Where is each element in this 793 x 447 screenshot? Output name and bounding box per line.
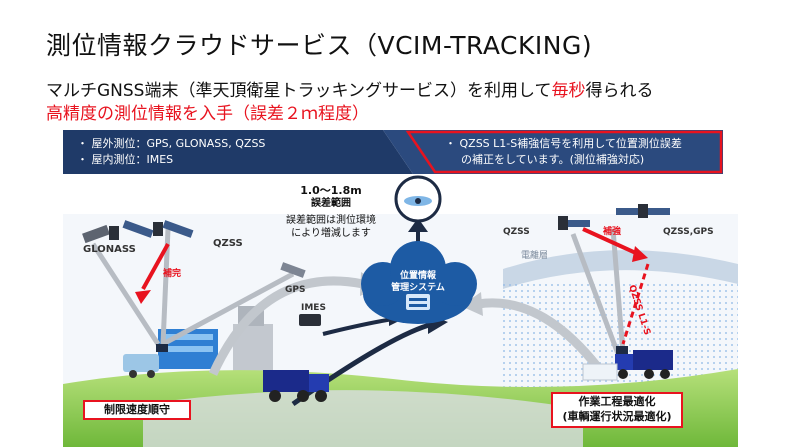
blue-building-window-row [163,334,213,340]
work-optimization-box: 作業工程最適化 (車輌運行状況最適化) [551,392,683,428]
accuracy-note-line-1: 誤差範囲は測位環境 [286,215,376,226]
work-optimization-line-1: 作業工程最適化 [578,395,656,408]
work-optimization-line-2: (車輌運行状況最適化) [562,410,672,423]
gps-satellite-icon [280,262,306,278]
subtitle-line-1: マルチGNSS端末（準天頂衛星トラッキングサービス）を利用して毎秒得られる [46,76,653,101]
accuracy-note: 誤差範囲は測位環境 により増減します [281,214,381,240]
banner-indoor-positioning: ・ 屋内測位：IMES [77,153,174,166]
tracking-diagram: GLONASS QZSS 補完 GPS IMES 位置情報 管理システム QZS… [63,174,738,447]
cloud-system [361,241,477,324]
glonass-satellite-icon [82,224,119,244]
complement-label: 補完 [162,267,181,279]
diagram-canvas: GLONASS QZSS 補完 GPS IMES 位置情報 管理システム QZS… [63,175,738,447]
qzss-right-signal [570,233,621,355]
complement-arrow [141,243,170,290]
qzss-satellite-right-icon [558,216,590,230]
upload-arrow-right-head [461,292,483,316]
blue-building-window-row [163,346,213,352]
qzss-gps-satellite-icon [616,204,670,218]
l1s-signal-line [621,263,650,345]
accuracy-arrow-head [408,218,428,232]
cloud-label-line-1: 位置情報 [400,269,437,281]
page-title: 測位情報クラウドサービス（VCIM-TRACKING) [46,31,593,60]
banner-outdoor-positioning: ・ 屋外測位：GPS, GLONASS, QZSS [77,137,266,150]
augment-label: 補強 [602,225,621,237]
qzss-right-label: QZSS [503,227,530,237]
subtitle-line-1-part-1: マルチGNSS端末（準天頂衛星トラッキングサービス）を利用して [46,81,552,101]
cloud-label-line-2: 管理システム [391,281,445,293]
glonass-label: GLONASS [83,244,136,255]
road [143,390,583,447]
banner-correction-line-2: の補正をしています。(測位補強対応) [461,153,645,166]
ionosphere-band [503,250,738,289]
banner-left-panel [63,130,413,174]
dump-truck-left-icon [263,370,329,402]
imes-arrow [322,317,394,336]
imes-transmitter-icon [299,314,321,326]
vehicle-terminal-right-icon [616,346,628,354]
complement-arrow-head [135,290,151,304]
upload-arrow-right [477,298,607,377]
gps-signal [161,271,295,347]
banner-correction-line-1: ・ QZSS L1-S補強信号を利用して位置測位誤差 [445,137,682,150]
accuracy-target [394,175,442,223]
ionosphere-label: 電離層 [521,249,548,261]
imes-label: IMES [301,303,326,313]
qzss-gps-label: QZSS,GPS [663,227,714,237]
white-truck-icon [582,363,618,381]
accuracy-range-label: 1.0～1.8m 誤差範囲 [283,184,379,210]
accuracy-range-value: 1.0～1.8m [300,184,362,197]
banner-background [63,130,723,174]
gps-label: GPS [285,285,305,295]
van-icon [123,354,159,378]
speed-limit-box: 制限速度順守 [83,400,191,420]
accuracy-range-caption: 誤差範囲 [311,198,351,209]
vehicle-terminal-icon [156,344,168,352]
augment-arrow-head [632,246,648,262]
subtitle-line-2: 高精度の測位情報を入手（誤差２ｍ程度） [46,104,369,124]
accuracy-note-line-2: により増減します [291,228,371,239]
qzss-gps-signal [610,228,626,355]
dump-truck-right-icon [615,350,673,379]
qzss-satellite-left-icon [122,220,194,238]
glonass-signal [90,242,161,346]
subtitle-highlight: 毎秒 [551,81,586,101]
positioning-banner: ・ 屋外測位：GPS, GLONASS, QZSS ・ 屋内測位：IMES ・ … [63,130,723,174]
banner-right-highlight-border [405,130,723,174]
subtitle-line-1-part-2: 得られる [585,81,654,101]
augment-arrow [582,227,639,256]
banner-right-panel [383,130,723,174]
server-icon [406,294,430,310]
qzss-left-label: QZSS [213,238,243,249]
upload-arrow-left [208,276,364,376]
